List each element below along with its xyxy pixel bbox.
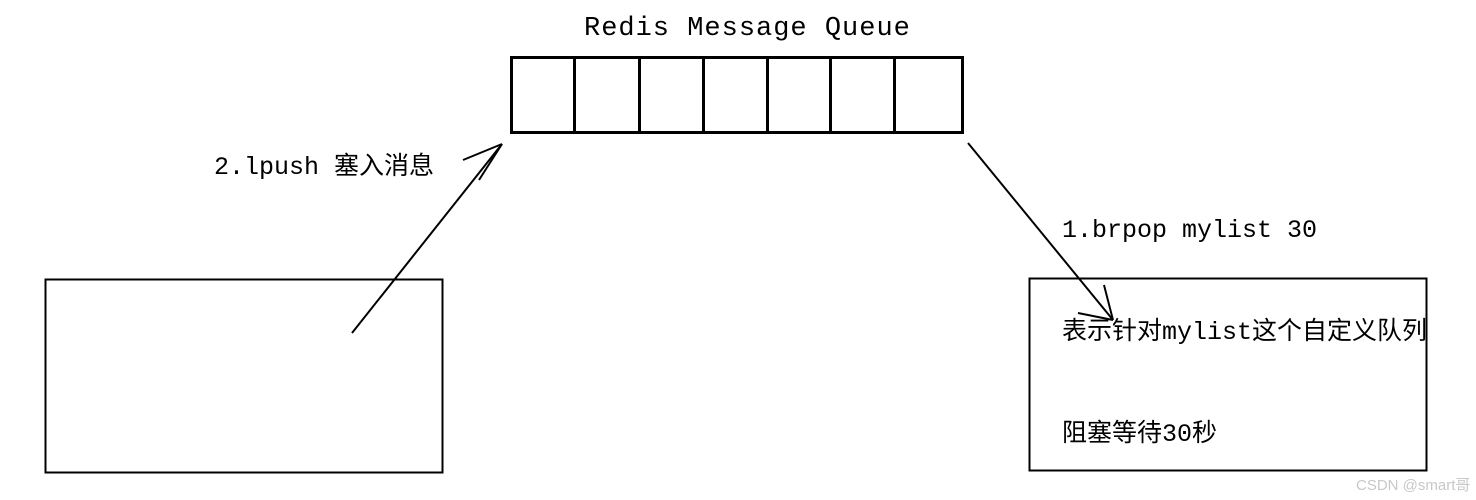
producer-box	[44, 278, 444, 474]
queue-outline	[510, 56, 964, 134]
brpop-arrow	[967, 142, 1114, 321]
producer-annotation: 2.lpush 塞入消息	[214, 153, 435, 182]
lpush-arrow	[351, 143, 503, 334]
consumer-annotation: 1.brpop mylist 30 表示针对mylist这个自定义队列 阻塞等待…	[1062, 146, 1427, 500]
consumer-annotation-line-1: 1.brpop mylist 30	[1062, 216, 1318, 245]
page-title: Redis Message Queue	[584, 14, 911, 44]
consumer-annotation-line-2: 表示针对mylist这个自定义队列	[1062, 318, 1428, 347]
consumer-box	[1028, 277, 1428, 472]
watermark: CSDN @smart哥	[1356, 477, 1471, 494]
consumer-annotation-line-3: 阻塞等待30秒	[1062, 420, 1218, 449]
